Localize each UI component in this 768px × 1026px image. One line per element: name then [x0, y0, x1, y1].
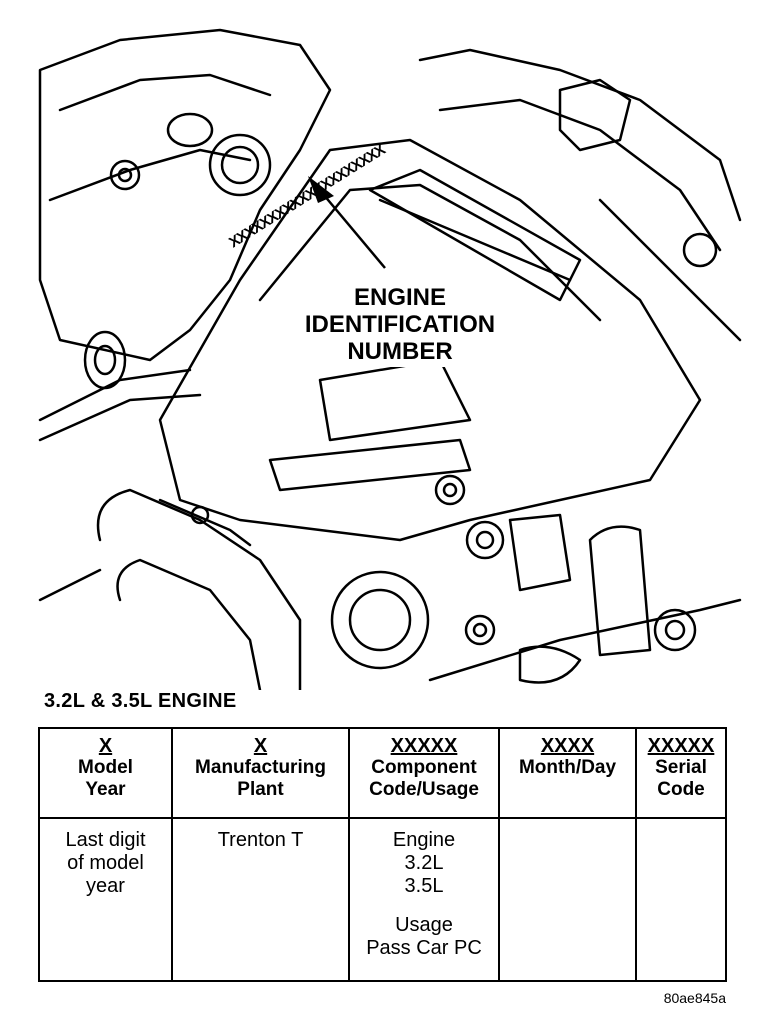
callout-arrow-line: [317, 187, 386, 269]
cell-plant: Trenton T: [171, 817, 350, 982]
code-model-year: X: [98, 735, 113, 757]
title-component: Component: [371, 757, 477, 778]
title-serial: Serial: [655, 757, 707, 778]
title-plant: Plant: [237, 779, 284, 800]
cell-month-day: [498, 817, 637, 982]
callout-line-2: IDENTIFICATION: [304, 311, 496, 338]
engine-heading: 3.2L & 3.5L ENGINE: [44, 690, 237, 712]
component-line-3: 3.5L: [404, 875, 444, 897]
header-serial-code: XXXXX Serial Code: [635, 727, 727, 819]
title-month-day: Month/Day: [518, 757, 617, 778]
component-line-1: Engine: [392, 829, 456, 851]
cell-model-year: Last digit of model year: [38, 817, 173, 982]
header-model-year: X Model Year: [38, 727, 173, 819]
arrow-head-icon: [308, 176, 334, 203]
engine-id-callout: ENGINE IDENTIFICATION NUMBER: [285, 282, 515, 367]
engine-id-table: X Model Year X Manufacturing Plant XXXXX…: [38, 727, 727, 982]
model-year-line-2: of model: [67, 852, 144, 874]
code-serial: XXXXX: [647, 735, 715, 757]
code-component: XXXXX: [390, 735, 458, 757]
figure-code: 80ae845a: [663, 990, 726, 1006]
table-body-row: Last digit of model year Trenton T Engin…: [38, 817, 727, 982]
header-month-day: XXXX Month/Day: [498, 727, 637, 819]
code-month-day: XXXX: [540, 735, 595, 757]
model-year-line-1: Last digit: [65, 829, 146, 851]
usage-line-1: Usage: [395, 914, 453, 936]
table-header-row: X Model Year X Manufacturing Plant XXXXX…: [38, 727, 727, 819]
title-code: Code: [657, 779, 705, 800]
engine-number-stamp: XXXXXXXXXXXXXXXXXXXX: [226, 141, 389, 251]
header-manufacturing-plant: X Manufacturing Plant: [171, 727, 350, 819]
cell-serial: [635, 817, 727, 982]
cell-component: Engine 3.2L 3.5L Usage Pass Car PC: [348, 817, 500, 982]
title-manufacturing: Manufacturing: [195, 757, 326, 778]
usage-line-2: Pass Car PC: [366, 937, 482, 959]
component-line-2: 3.2L: [404, 852, 444, 874]
title-model: Model: [78, 757, 133, 778]
title-year: Year: [85, 779, 126, 800]
engine-illustration: XXXXXXXXXXXXXXXXXXXX: [38, 28, 742, 690]
model-year-line-3: year: [86, 875, 125, 897]
title-code-usage: Code/Usage: [369, 779, 479, 800]
header-component-code: XXXXX Component Code/Usage: [348, 727, 500, 819]
plant-line-1: Trenton T: [217, 829, 304, 851]
callout-line-3: NUMBER: [347, 338, 453, 365]
code-plant: X: [253, 735, 268, 757]
callout-line-1: ENGINE: [353, 284, 446, 311]
